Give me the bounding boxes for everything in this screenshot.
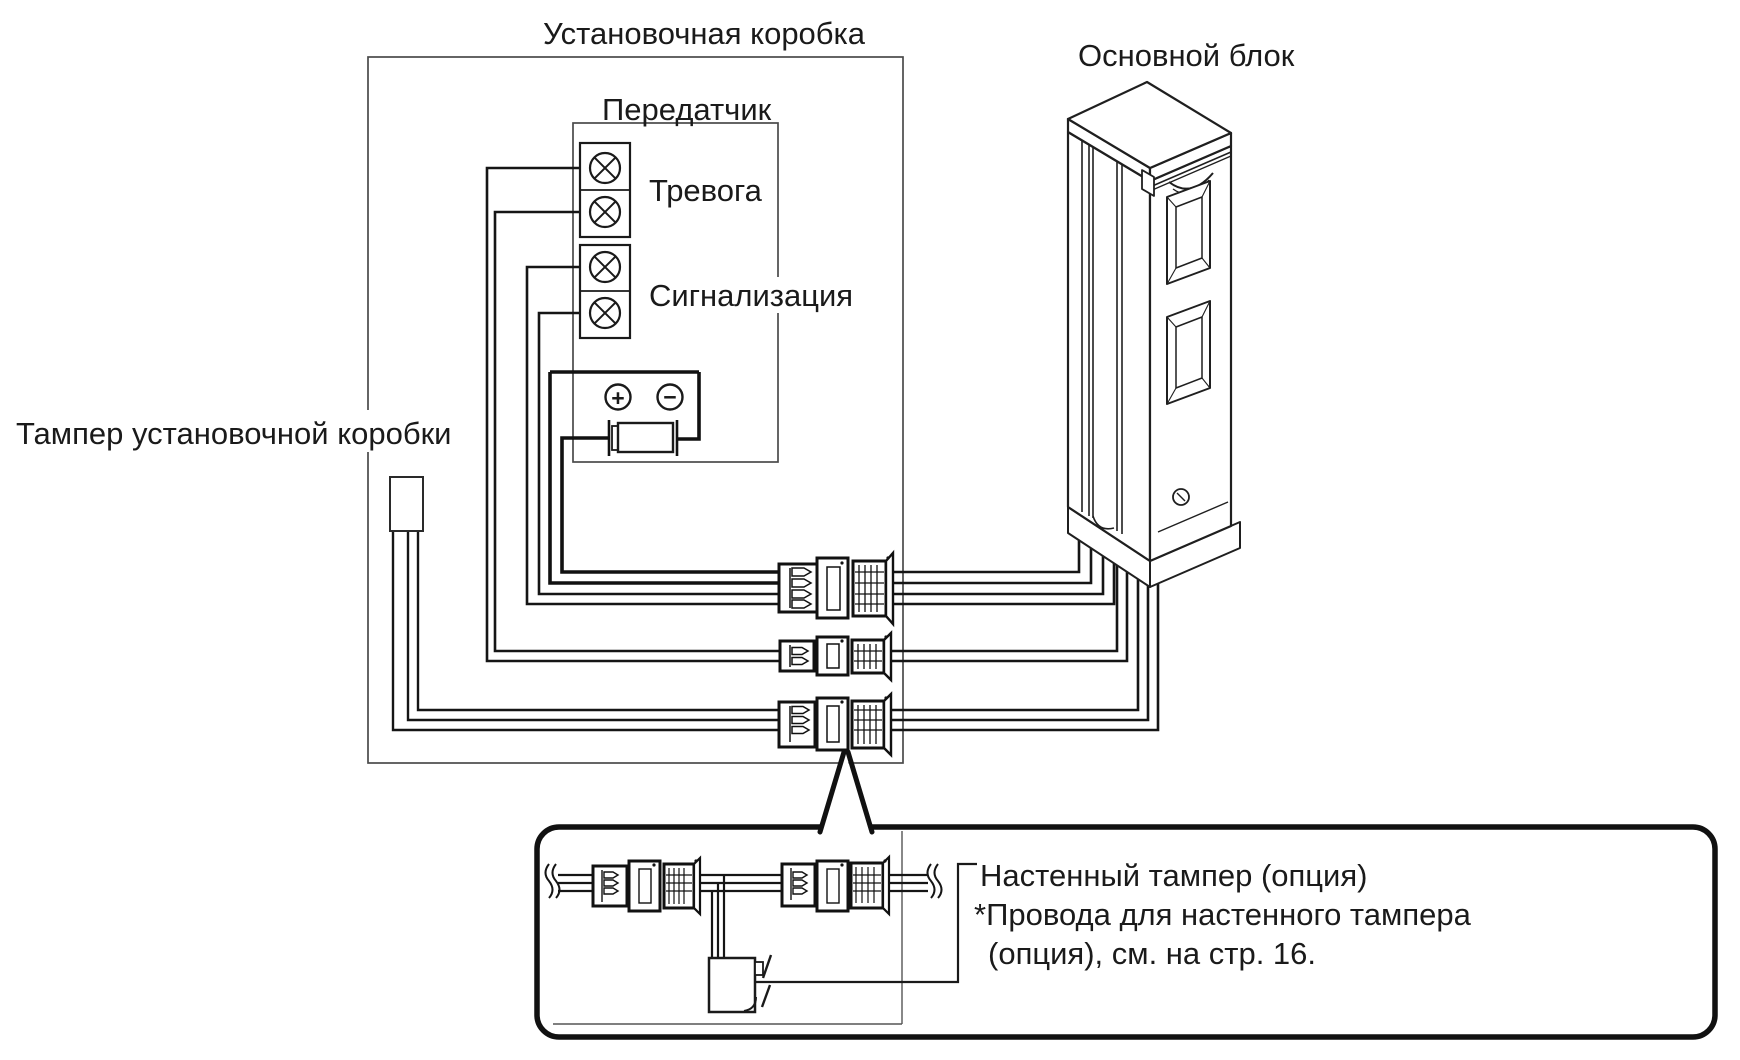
female-connector <box>850 630 893 683</box>
wall-tamper-switch <box>707 954 773 1014</box>
transmitter-label: Передатчик <box>602 92 772 127</box>
main-unit-window-lower <box>1166 300 1211 405</box>
wire-break-icon <box>544 863 561 899</box>
main-unit <box>1066 80 1241 588</box>
main-unit-window-upper <box>1166 180 1211 285</box>
signaling-wire-2 <box>537 311 783 596</box>
alarm-terminal-block <box>578 141 632 239</box>
female-connector <box>850 691 893 758</box>
screw-terminal-icon <box>588 151 622 185</box>
alarm-terminal-label: Тревога <box>649 173 763 208</box>
box-tamper-label: Тампер установочной коробки <box>16 416 451 451</box>
callout-text-line3: (опция), см. на стр. 16. <box>988 936 1316 971</box>
annotation-bracket <box>755 862 977 984</box>
battery-wires <box>548 372 783 585</box>
main-unit-left-face <box>1066 130 1152 563</box>
signaling-terminal-block <box>578 243 632 340</box>
label-mask <box>645 277 853 313</box>
signaling-terminal-label: Сигнализация <box>649 278 853 313</box>
battery-symbol <box>607 420 679 456</box>
callout-connector-pair-left <box>591 855 702 917</box>
callout-text-line1: Настенный тампер (опция) <box>980 858 1368 893</box>
plus-symbol: + <box>611 385 624 411</box>
male-connector <box>778 635 850 677</box>
screw-terminal-icon <box>588 195 622 229</box>
alarm-wire-1 <box>485 166 783 663</box>
screw-terminal-icon <box>588 296 622 330</box>
box-tamper-switch <box>389 476 424 532</box>
transmitter-wires <box>485 166 783 663</box>
battery-wire-1 <box>548 372 783 585</box>
male-connector <box>777 696 850 752</box>
connector-pair-top <box>777 549 895 628</box>
screw-icon <box>1172 488 1190 506</box>
battery-wire-2 <box>560 436 783 574</box>
installation-box-label: Установочная коробка <box>543 16 866 51</box>
battery-box: + − <box>550 370 701 456</box>
callout-pointer <box>821 752 870 833</box>
callout-wires <box>558 873 928 958</box>
label-mask <box>10 410 468 452</box>
main-unit-label: Основной блок <box>1078 38 1295 73</box>
callout-bubble: Настенный тампер (опция) *Провода для на… <box>534 749 1718 1040</box>
plus-terminal-icon: + <box>604 383 632 411</box>
main-unit-wires <box>885 513 1160 732</box>
wire-break-icon <box>926 863 943 899</box>
callout-text-line2: *Провода для настенного тампера <box>974 897 1472 932</box>
minus-symbol: − <box>663 384 676 410</box>
box-tamper-wires <box>391 531 783 732</box>
alarm-wire-2 <box>493 210 783 653</box>
female-connector <box>851 549 895 628</box>
main-unit-cap <box>1066 80 1233 197</box>
signaling-wire-1 <box>525 265 783 606</box>
screw-terminal-icon <box>588 250 622 284</box>
male-connector <box>777 556 850 620</box>
connector-pair-bottom <box>777 691 893 758</box>
callout-connector-pair-right <box>780 854 891 917</box>
minus-terminal-icon: − <box>656 383 684 411</box>
connector-pair-middle <box>778 630 893 683</box>
